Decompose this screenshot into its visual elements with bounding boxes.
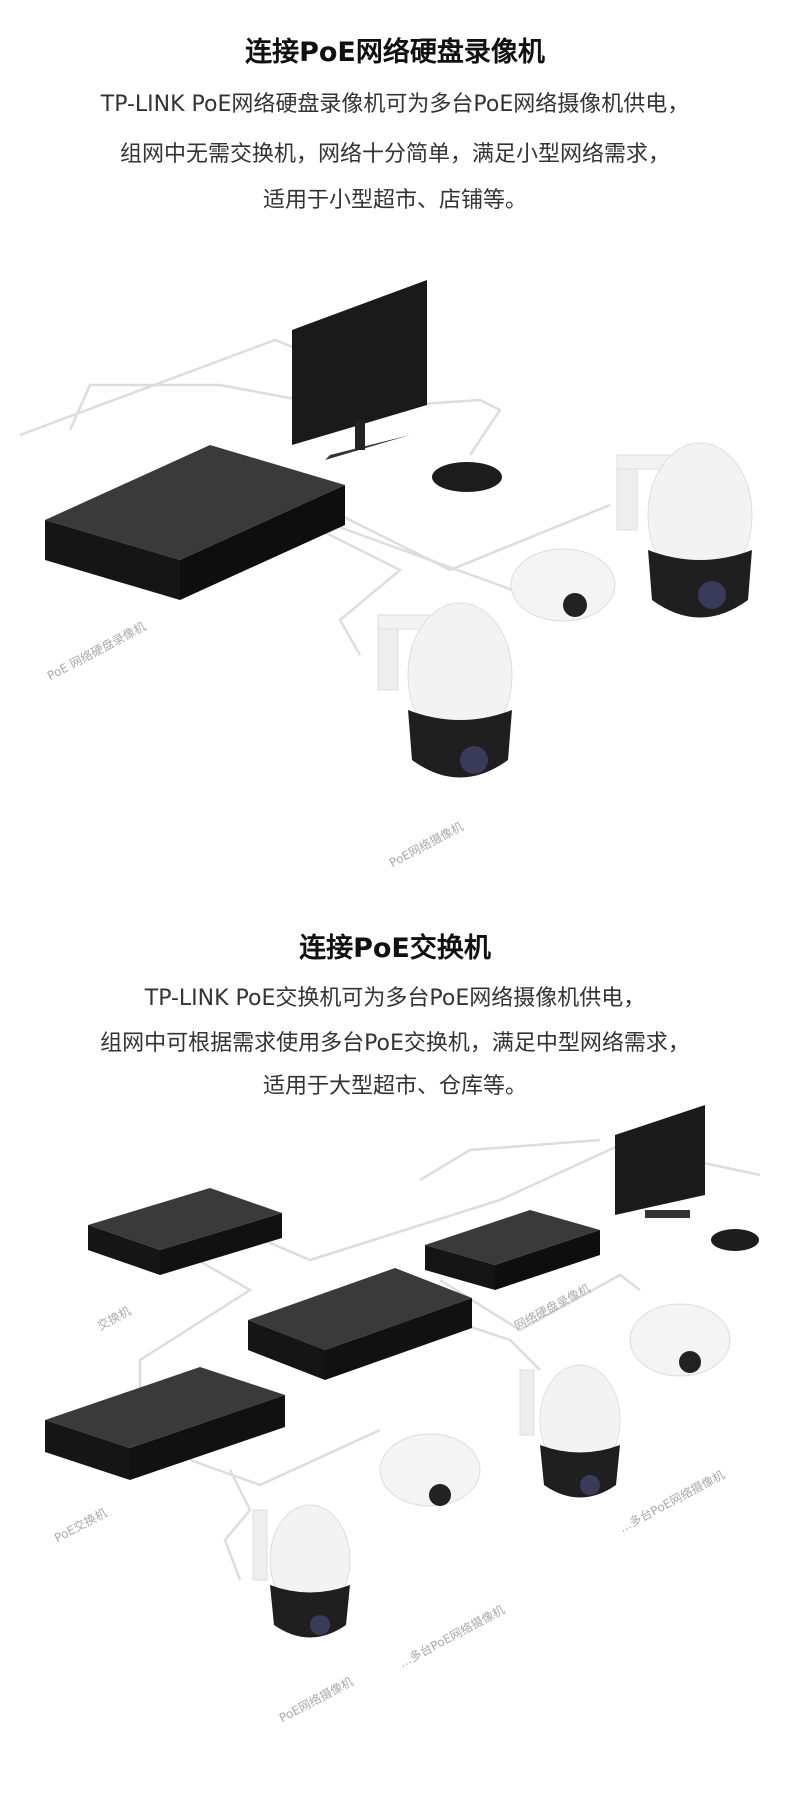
- dome-camera-right-icon: [629, 1303, 731, 1377]
- mouse-icon: [432, 462, 502, 492]
- switch-device-icon: [88, 1188, 282, 1275]
- section2-desc-line: 适用于大型超市、仓库等。: [262, 1074, 527, 1099]
- ptz-camera-right-icon: [616, 442, 753, 618]
- dome-camera-icon: [510, 548, 616, 622]
- nvr-device-icon: [45, 445, 345, 600]
- poe-switch-left-icon: [45, 1367, 285, 1480]
- monitor-icon: [615, 1105, 705, 1218]
- section1-desc-line: 适用于小型超市、店铺等。: [262, 188, 527, 213]
- section1-title: 连接PoE网络硬盘录像机: [245, 37, 545, 68]
- nvr-device-icon: [425, 1210, 600, 1290]
- dome-camera-left-icon: [379, 1433, 481, 1507]
- monitor-icon: [292, 280, 427, 460]
- section2-desc-line: TP-LINK PoE交换机可为多台PoE网络摄像机供电，: [144, 986, 646, 1011]
- nvr-network-diagram: [19, 280, 753, 778]
- mouse-icon: [711, 1229, 759, 1251]
- switch-network-diagram: [45, 1105, 761, 1638]
- ptz-camera-right-icon: [519, 1364, 621, 1498]
- section1-desc-line: 组网中无需交换机，网络十分简单，满足小型网络需求，: [119, 142, 670, 167]
- ptz-camera-center-icon: [377, 602, 513, 778]
- section2-title: 连接PoE交换机: [299, 933, 491, 964]
- ptz-camera-left-icon: [252, 1504, 351, 1638]
- poe-switch-center-icon: [248, 1268, 472, 1380]
- section1-desc-line: TP-LINK PoE网络硬盘录像机可为多台PoE网络摄像机供电，: [100, 92, 690, 117]
- section2-desc-line: 组网中可根据需求使用多台PoE交换机，满足中型网络需求，: [100, 1031, 690, 1056]
